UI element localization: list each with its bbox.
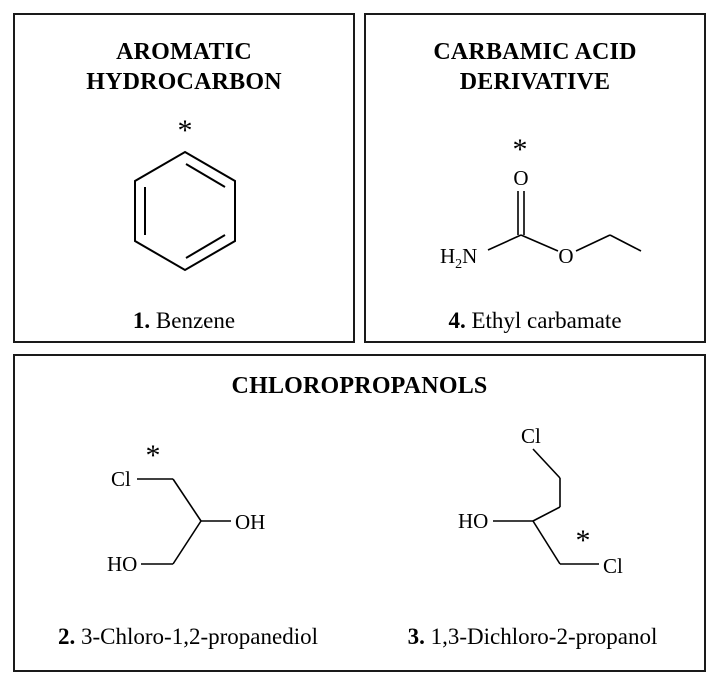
panel-title-line1: AROMATIC	[116, 39, 252, 65]
atom-cl-bottom: Cl	[603, 554, 623, 578]
compound-name: Ethyl carbamate	[471, 308, 622, 333]
dichloropropanol-caption: 3. 1,3-Dichloro-2-propanol	[361, 623, 704, 651]
chloropropanediol-caption: 2. 3-Chloro-1,2-propanediol	[15, 623, 361, 651]
atom-oxygen-double: O	[513, 166, 528, 190]
chloropropanol-structures: * Cl OH HO Cl HO * Cl	[107, 424, 623, 578]
carbamate-caption: 4. Ethyl carbamate	[366, 307, 704, 335]
compound-number: 2.	[58, 624, 76, 649]
benzene-structure: *	[134, 114, 236, 272]
atom-ho: HO	[107, 552, 137, 576]
benzene-caption: 1. Benzene	[15, 307, 353, 335]
compound-name: 1,3-Dichloro-2-propanol	[430, 624, 658, 649]
compound-name: Benzene	[155, 308, 236, 333]
compound-name: 3-Chloro-1,2-propanediol	[81, 624, 318, 649]
atom-oxygen-ester: O	[558, 244, 573, 268]
chloropropanediol-marker: *	[146, 439, 161, 472]
chloropropanediol-structure: * Cl OH HO	[107, 439, 265, 576]
atom-cl-top: Cl	[521, 424, 541, 448]
dichloropropanol-bonds	[493, 448, 599, 565]
ethyl-carbamate-structure: * O O H2N	[440, 133, 642, 272]
amine-h: H	[440, 244, 455, 268]
atom-oh: OH	[235, 510, 265, 534]
panel-title-line2: HYDROCARBON	[86, 69, 282, 95]
chloropropanediol-bonds	[137, 478, 231, 565]
carbamate-marker: *	[513, 133, 528, 166]
panel-aromatic-hydrocarbon: AROMATIC HYDROCARBON * 1. Benzene	[13, 13, 355, 343]
panel-chloropropanols: CHLOROPROPANOLS * Cl OH HO Cl HO * Cl	[13, 354, 706, 672]
panel-title: CHLOROPROPANOLS	[231, 373, 488, 399]
dichloropropanol-marker: *	[576, 524, 591, 557]
compound-number: 1.	[132, 308, 151, 333]
panel-title-line1: CARBAMIC ACID	[433, 39, 637, 65]
carbamate-bonds	[487, 191, 642, 252]
dichloropropanol-structure: Cl HO * Cl	[458, 424, 623, 578]
panel-carbamic-acid-derivative: CARBAMIC ACID DERIVATIVE * O O H2N 4. Et…	[364, 13, 706, 343]
amine-n: N	[462, 244, 477, 268]
amine-subscript: 2	[455, 257, 462, 272]
atom-amine: H2N	[440, 244, 477, 272]
atom-ho: HO	[458, 509, 488, 533]
benzene-marker: *	[178, 114, 193, 147]
atom-cl: Cl	[111, 467, 131, 491]
benzene-ring	[134, 150, 236, 272]
compound-number: 4.	[448, 308, 466, 333]
panel-title-line2: DERIVATIVE	[459, 69, 611, 95]
compound-number: 3.	[407, 624, 425, 649]
